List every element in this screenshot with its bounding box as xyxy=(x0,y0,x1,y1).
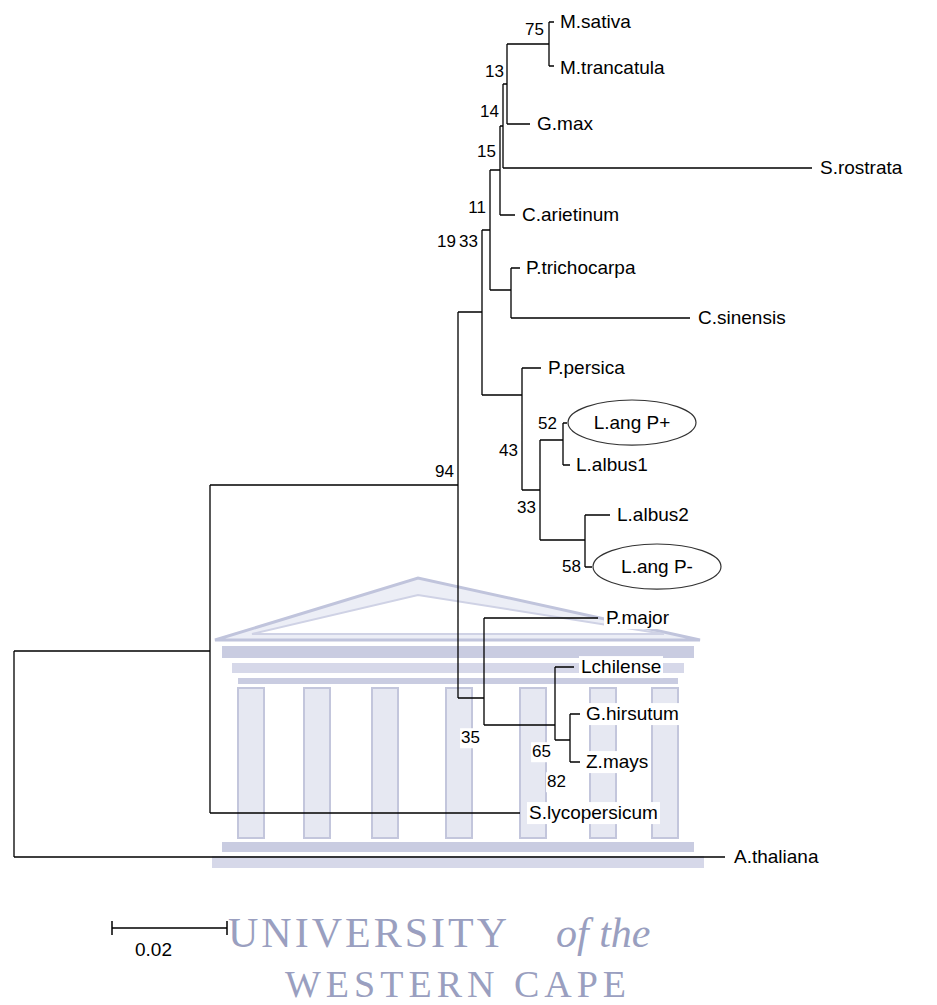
bootstrap-value: 58 xyxy=(561,557,582,577)
bootstrap-value: 75 xyxy=(524,20,545,40)
taxon-label: L.albus2 xyxy=(615,504,691,526)
watermark-text: UNIVERSITY xyxy=(228,912,510,954)
scale-bar xyxy=(112,921,227,935)
bootstrap-value: 82 xyxy=(546,772,567,792)
node-text: L.ang P- xyxy=(621,556,693,578)
taxon-label: Z.mays xyxy=(584,751,650,773)
taxon-label: L.ang P- xyxy=(621,556,693,578)
bootstrap-value: 65 xyxy=(531,742,552,762)
bootstrap-value: 15 xyxy=(476,142,497,162)
watermark-text: WESTERN CAPE xyxy=(285,965,631,1003)
bootstrap-value: 13 xyxy=(484,62,505,82)
ellipse-outline xyxy=(568,400,696,445)
university-logo xyxy=(238,688,264,838)
watermark-text: of the xyxy=(556,912,650,954)
ellipse-outline xyxy=(593,544,721,589)
university-logo xyxy=(212,856,704,868)
university-logo xyxy=(372,688,398,838)
bootstrap-value: 19 xyxy=(436,232,457,252)
taxon-label: S.rostrata xyxy=(818,157,904,179)
university-logo xyxy=(304,688,330,838)
highlight-ellipse: L.ang P- xyxy=(592,543,722,590)
taxon-label: S.lycopersicum xyxy=(527,802,660,824)
taxon-label: G.hirsutum xyxy=(584,703,681,725)
taxon-label: L.ang P+ xyxy=(594,412,671,434)
highlight-ellipse: L.ang P+ xyxy=(567,399,697,446)
taxon-label: C.sinensis xyxy=(696,307,788,329)
node-text: L.ang P+ xyxy=(594,412,671,434)
taxon-label: P.trichocarpa xyxy=(524,257,638,279)
taxon-label: P.persica xyxy=(546,357,627,379)
scale-bar xyxy=(112,921,227,935)
bootstrap-value: 33 xyxy=(458,232,479,252)
taxon-label: C.arietinum xyxy=(520,204,621,226)
bootstrap-value: 33 xyxy=(516,498,537,518)
university-logo xyxy=(446,688,472,838)
taxon-label: P.major xyxy=(604,607,671,629)
taxon-label: Lchilense xyxy=(579,656,663,678)
bootstrap-value: 94 xyxy=(434,462,455,482)
tree-branches xyxy=(14,22,812,857)
taxon-label: M.trancatula xyxy=(558,57,667,79)
taxon-label: A.thaliana xyxy=(732,846,821,868)
bootstrap-value: 14 xyxy=(479,102,500,122)
university-logo xyxy=(222,842,694,852)
tree-branches xyxy=(14,22,812,857)
taxon-label: L.albus1 xyxy=(574,454,650,476)
taxon-label: G.max xyxy=(535,113,595,135)
scale-label: 0.02 xyxy=(133,939,174,961)
bootstrap-value: 11 xyxy=(467,198,487,218)
bootstrap-value: 52 xyxy=(537,414,558,434)
taxon-label: M.sativa xyxy=(558,11,633,33)
bootstrap-value: 35 xyxy=(460,728,481,748)
bootstrap-value: 43 xyxy=(498,441,519,461)
